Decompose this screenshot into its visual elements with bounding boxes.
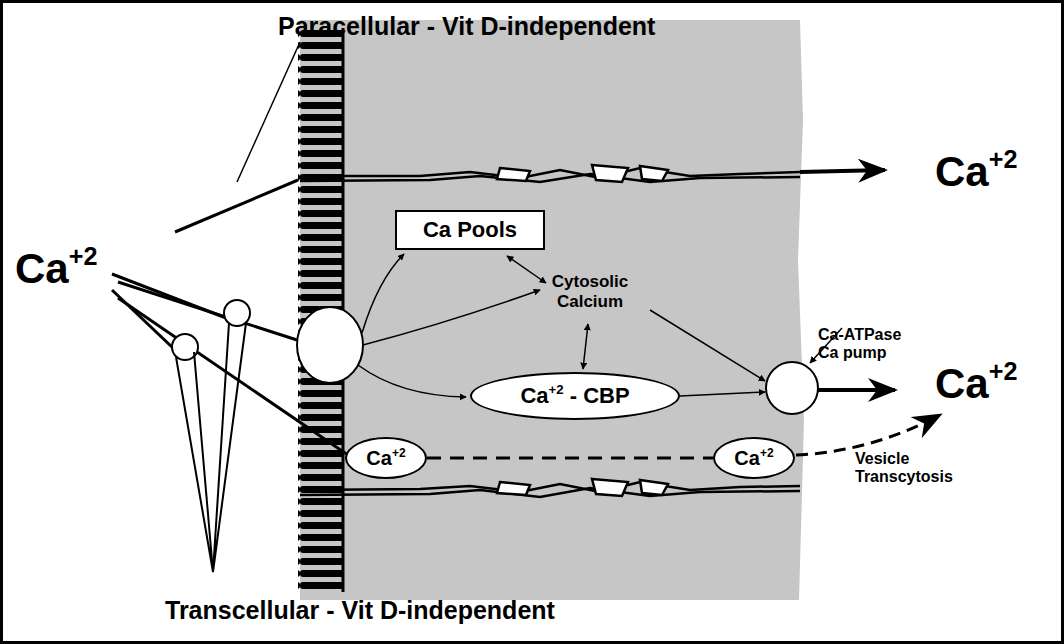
ion-label: Ca+2 — [15, 245, 97, 293]
node-text: Ca+2 — [366, 447, 405, 470]
calcium-pump — [766, 362, 818, 414]
ion-label: Ca+2 — [935, 148, 1017, 196]
compartment-label: Cytosolic Calcium — [540, 272, 640, 311]
pathway-title: Transcellular - Vit D-independent — [165, 596, 555, 625]
node-text: Ca+2 — [734, 447, 773, 470]
entry-channel — [297, 307, 363, 383]
vesicle-ellipse: Ca+2 — [345, 437, 427, 479]
paracellular-arrow — [800, 170, 885, 172]
vesicle-release-arrow — [796, 415, 940, 455]
node-text: Ca+2 - CBP — [520, 383, 629, 409]
pump-label: Ca-ATPase Ca pump — [818, 326, 913, 363]
endocytic-loops — [172, 300, 250, 572]
transcytosis-path — [427, 457, 713, 460]
binding-protein-ellipse: Ca+2 - CBP — [470, 372, 680, 420]
efflux-arrow — [818, 388, 895, 392]
paracellular-path — [175, 180, 298, 232]
tight-junction-bottom — [300, 479, 800, 497]
epithelial-cell — [300, 20, 804, 600]
ion-label: Ca+2 — [935, 360, 1017, 408]
vesicle-ellipse: Ca+2 — [713, 437, 795, 479]
node-text: Ca Pools — [423, 217, 517, 243]
leader-line — [237, 42, 300, 182]
pathway-title: Paracellular - Vit D-independent — [278, 12, 655, 41]
pool-box: Ca Pools — [395, 210, 545, 250]
transcytosis-label: Vesicle Transcytosis — [855, 450, 970, 487]
tight-junction-top — [300, 165, 800, 182]
